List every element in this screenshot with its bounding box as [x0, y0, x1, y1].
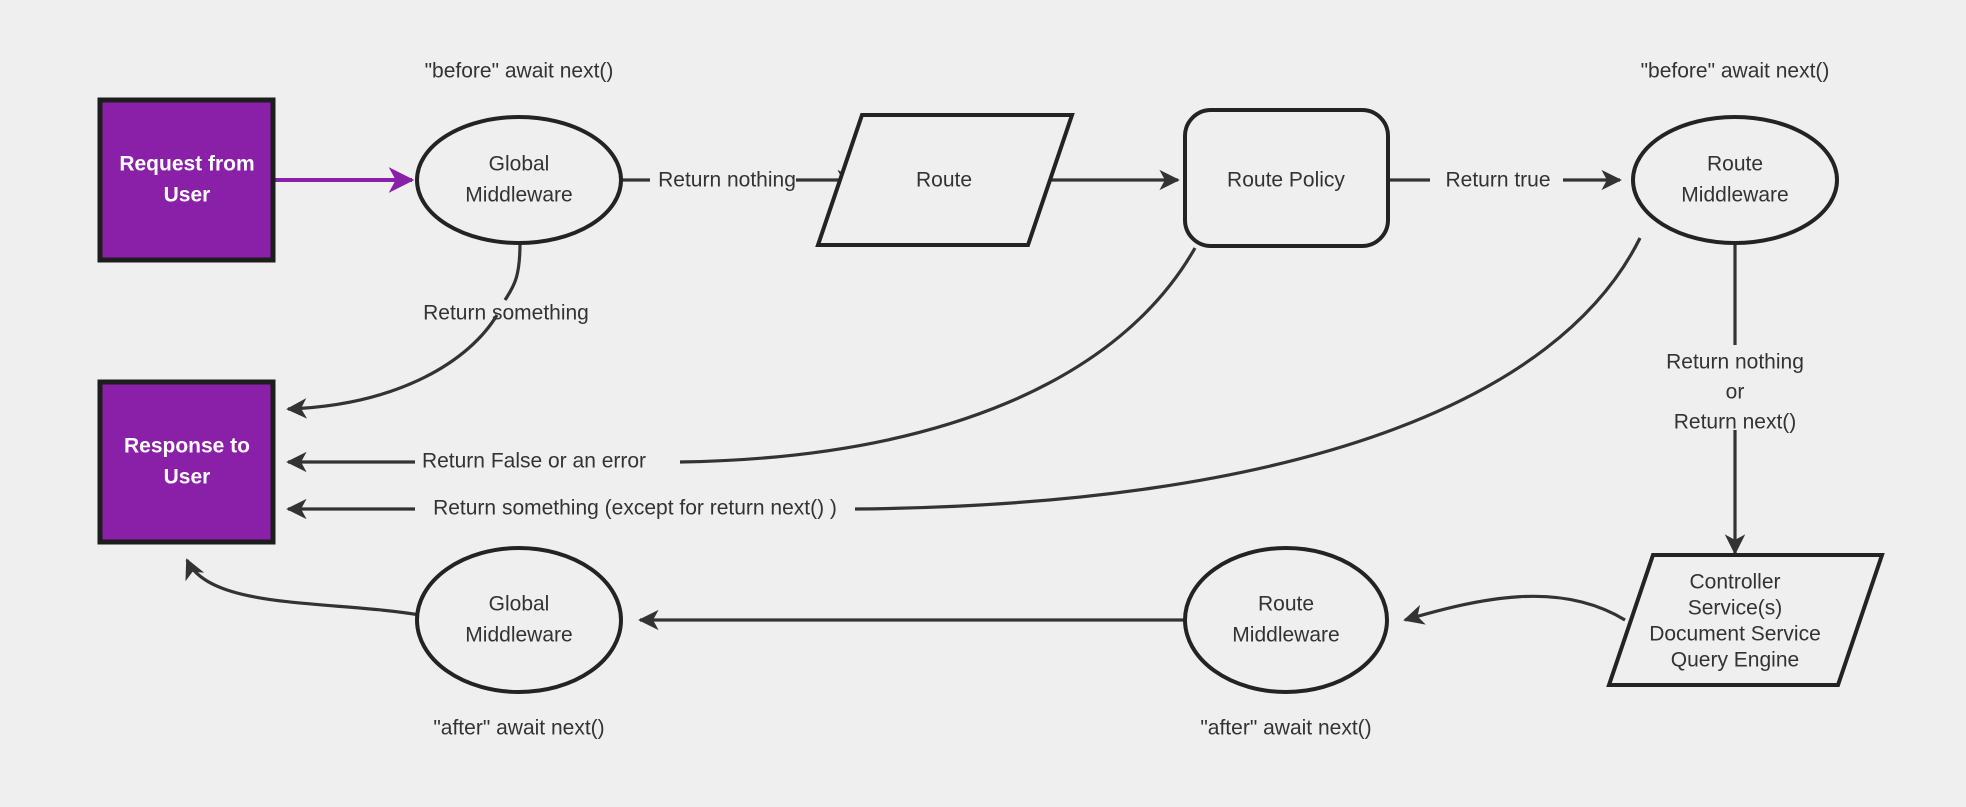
request-from-user-label-line1: Request from	[119, 153, 254, 176]
node-route-middleware-before[interactable]: Route Middleware	[1631, 115, 1839, 245]
controller-label-line4: Query Engine	[1671, 649, 1799, 672]
annotation-before-route-middleware: "before" await next()	[1641, 60, 1830, 83]
global-middleware-after-label-line1: Global	[489, 593, 550, 616]
edge-label-route-mw-branch-line3: Return next()	[1674, 411, 1797, 434]
edge-label-return-nothing-global: Return nothing	[658, 169, 796, 192]
node-global-middleware-before[interactable]: Global Middleware	[415, 115, 623, 245]
route-middleware-after-label-line2: Middleware	[1232, 624, 1339, 647]
node-route-policy[interactable]: Route Policy	[1183, 108, 1390, 248]
node-controller-services[interactable]: Controller Service(s) Document Service Q…	[1606, 553, 1885, 687]
edge-label-return-something-except-next: Return something (except for return next…	[433, 497, 837, 520]
node-route-middleware-after[interactable]: Route Middleware	[1183, 546, 1389, 694]
response-to-user-label-line1: Response to	[124, 435, 250, 458]
route-policy-label: Route Policy	[1227, 169, 1345, 192]
edge-global-middleware-return-something	[503, 242, 522, 301]
edge-global-middleware-return-something-tail	[286, 314, 499, 419]
node-request-from-user[interactable]: Request from User	[97, 97, 276, 263]
annotation-before-global-middleware: "before" await next()	[425, 60, 614, 83]
node-route[interactable]: Route	[815, 113, 1075, 247]
route-middleware-before-label-line2: Middleware	[1681, 184, 1788, 207]
response-to-user-label-line2: User	[164, 466, 211, 489]
edge-route-middleware-return-something	[854, 237, 1642, 511]
route-label: Route	[916, 169, 972, 192]
request-from-user-label-line2: User	[164, 184, 211, 207]
edge-label-route-mw-branch-line1: Return nothing	[1666, 351, 1804, 374]
controller-label-line2: Service(s)	[1688, 597, 1783, 620]
edge-label-return-true: Return true	[1445, 169, 1550, 192]
route-middleware-before-label-line1: Route	[1707, 153, 1763, 176]
edge-controller-to-route-middleware-after	[1403, 594, 1626, 625]
node-response-to-user[interactable]: Response to User	[97, 379, 276, 545]
edge-label-return-false-or-error: Return False or an error	[422, 450, 646, 473]
controller-label-line1: Controller	[1689, 571, 1780, 594]
node-global-middleware-after[interactable]: Global Middleware	[415, 546, 623, 694]
edge-label-return-something-global: Return something	[423, 302, 589, 325]
annotation-after-global-middleware: "after" await next()	[433, 717, 604, 740]
controller-label-line3: Document Service	[1649, 623, 1821, 646]
edge-label-route-mw-branch-line2: or	[1726, 381, 1745, 404]
global-middleware-before-label-line1: Global	[489, 153, 550, 176]
route-middleware-after-label-line1: Route	[1258, 593, 1314, 616]
annotation-after-route-middleware: "after" await next()	[1200, 717, 1371, 740]
global-middleware-after-label-line2: Middleware	[465, 624, 572, 647]
edge-global-middleware-after-to-response	[185, 558, 421, 617]
edge-route-policy-return-false	[679, 247, 1197, 464]
global-middleware-before-label-line2: Middleware	[465, 184, 572, 207]
